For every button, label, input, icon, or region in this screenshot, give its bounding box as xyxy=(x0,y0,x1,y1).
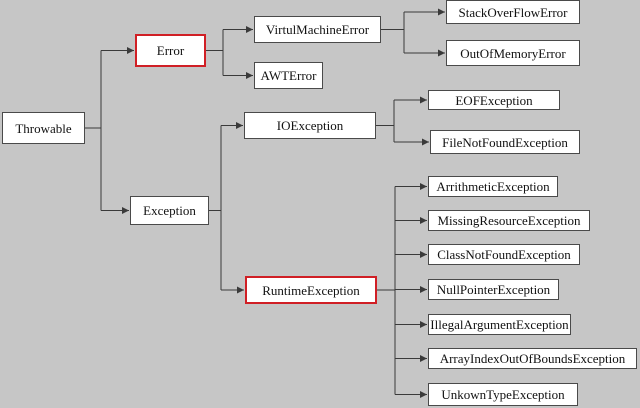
exception-label: Exception xyxy=(143,203,196,218)
array-index-out-of-bounds-exception-label: ArrayIndexOutOfBoundsException xyxy=(439,351,626,366)
null-pointer-exception-label: NullPointerException xyxy=(436,282,551,297)
illegal-argument-exception-node: IllegalArgumentException xyxy=(428,314,571,335)
runtime-exception-node: RuntimeException xyxy=(245,276,377,304)
error-node: Error xyxy=(135,34,206,67)
class-not-found-exception-node: ClassNotFoundException xyxy=(428,244,580,265)
io-exception-node: IOException xyxy=(244,112,376,139)
arithmetic-exception-label: ArrithmeticException xyxy=(436,179,550,194)
virtual-machine-error-label: VirtulMachineError xyxy=(265,22,370,37)
out-of-memory-error-node: OutOfMemoryError xyxy=(446,40,580,66)
illegal-argument-exception-label: IllegalArgumentException xyxy=(430,317,569,332)
eof-exception-node: EOFException xyxy=(428,90,560,110)
missing-resource-exception-node: MissingResourceException xyxy=(428,210,590,231)
throwable-label: Throwable xyxy=(15,120,72,136)
unkown-type-exception-label: UnkownTypeException xyxy=(441,387,565,402)
arithmetic-exception-node: ArrithmeticException xyxy=(428,176,558,197)
file-not-found-exception-label: FileNotFoundException xyxy=(442,134,568,150)
awt-error-node: AWTError xyxy=(254,62,323,89)
null-pointer-exception-node: NullPointerException xyxy=(428,279,559,300)
runtime-exception-label: RuntimeException xyxy=(262,282,360,298)
stack-overflow-error-label: StackOverFlowError xyxy=(458,4,568,20)
file-not-found-exception-node: FileNotFoundException xyxy=(430,130,580,154)
stack-overflow-error-node: StackOverFlowError xyxy=(446,0,580,24)
missing-resource-exception-label: MissingResourceException xyxy=(437,213,581,228)
class-not-found-exception-label: ClassNotFoundException xyxy=(437,247,571,262)
eof-exception-label: EOFException xyxy=(455,92,533,108)
virtual-machine-error-node: VirtulMachineError xyxy=(254,16,381,43)
unkown-type-exception-node: UnkownTypeException xyxy=(428,383,578,406)
out-of-memory-error-label: OutOfMemoryError xyxy=(460,45,566,61)
error-label: Error xyxy=(156,43,185,58)
throwable-node: Throwable xyxy=(2,112,85,144)
exception-node: Exception xyxy=(130,196,209,225)
awt-error-label: AWTError xyxy=(260,68,317,83)
array-index-out-of-bounds-exception-node: ArrayIndexOutOfBoundsException xyxy=(428,348,637,369)
io-exception-label: IOException xyxy=(276,118,344,133)
